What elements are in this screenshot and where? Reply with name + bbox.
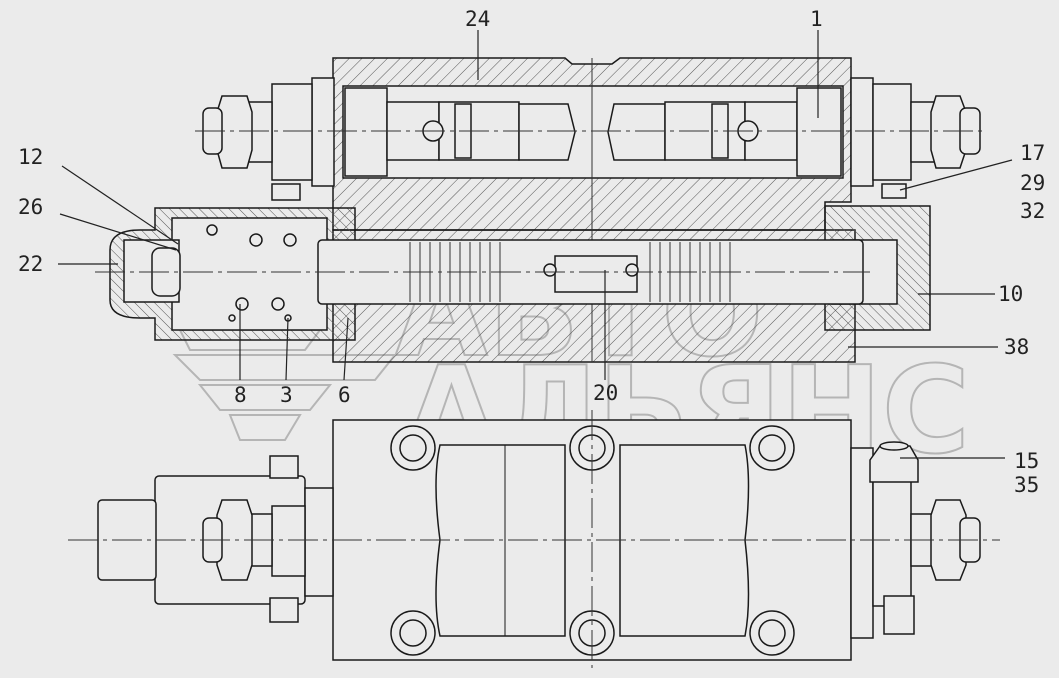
- callout-3: 3: [280, 383, 293, 407]
- callout-38: 38: [1004, 335, 1029, 359]
- callout-1: 1: [810, 7, 823, 31]
- bottom-exterior-view: [68, 410, 1000, 668]
- callout-32: 32: [1020, 199, 1045, 223]
- callout-20: 20: [593, 381, 618, 405]
- callout-15: 15: [1014, 449, 1039, 473]
- callout-35: 35: [1014, 473, 1039, 497]
- callout-17: 17: [1020, 141, 1045, 165]
- callout-10: 10: [998, 282, 1023, 306]
- top-section-view: [95, 57, 985, 363]
- callout-24: 24: [465, 7, 490, 31]
- callout-6: 6: [338, 383, 351, 407]
- callout-labels: 24 1 17 29 32 12 26 22 10 38 8 3 6 20 15…: [18, 7, 1045, 497]
- leader-lines: [58, 30, 1013, 459]
- mounting-bolts: [390, 425, 795, 656]
- callout-12: 12: [18, 145, 43, 169]
- callout-29: 29: [1020, 171, 1045, 195]
- callout-26: 26: [18, 195, 43, 219]
- callout-22: 22: [18, 252, 43, 276]
- callout-8: 8: [234, 383, 247, 407]
